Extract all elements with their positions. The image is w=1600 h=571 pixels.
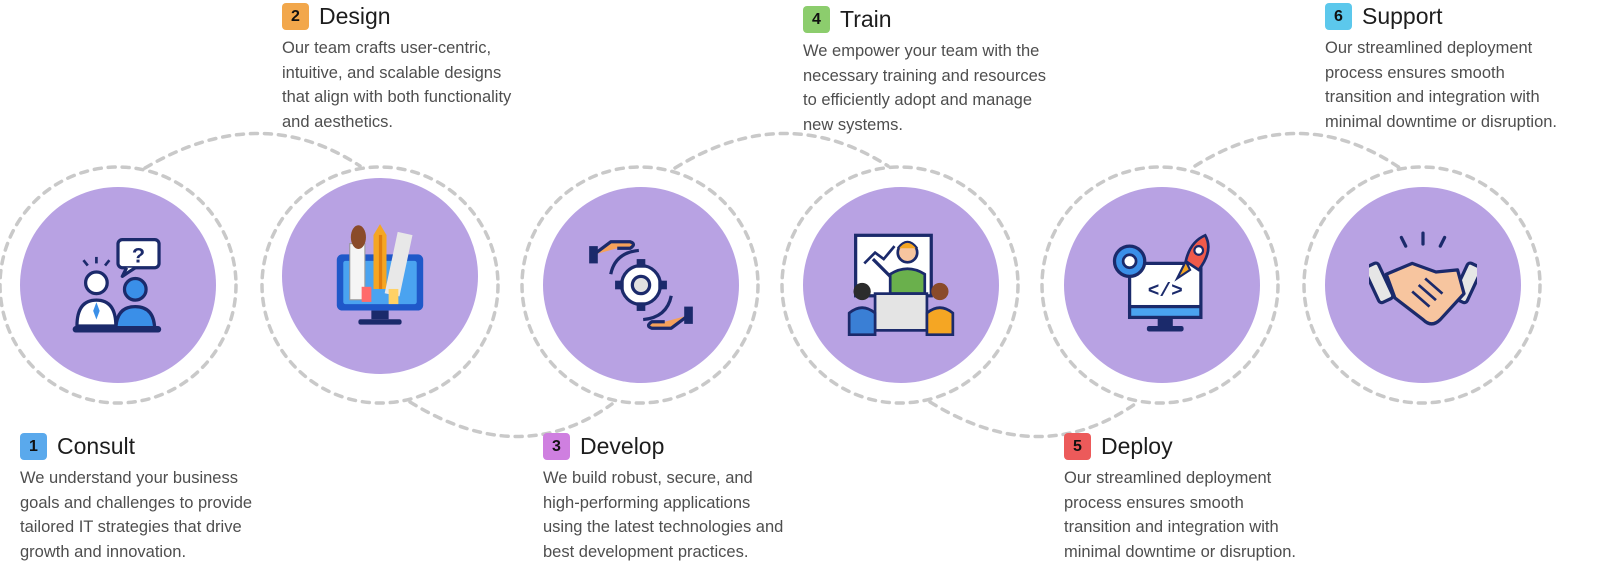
step-description: We understand your business goals and ch… [20, 469, 253, 561]
step-title: Consult [57, 433, 135, 459]
step-train: 4 Train We empower your team with the ne… [803, 6, 1053, 137]
step-4-circle [803, 187, 999, 383]
step-title: Deploy [1101, 433, 1173, 459]
step-number-badge: 2 [282, 3, 309, 30]
step-deploy: 5 Deploy Our streamlined deployment proc… [1064, 433, 1314, 564]
step-description: Our team crafts user-centric, intuitive,… [282, 39, 512, 131]
step-number-badge: 1 [20, 433, 47, 460]
step-description: We build robust, secure, and high-perfor… [543, 469, 784, 561]
development-gear-icon [589, 240, 693, 330]
design-monitor-icon [336, 224, 424, 325]
step-support: 6 Support Our streamlined deployment pro… [1325, 3, 1575, 134]
svg-text:?: ? [132, 242, 145, 267]
step-2-circle [282, 178, 478, 374]
step-number-badge: 5 [1064, 433, 1091, 460]
step-number-badge: 4 [803, 6, 830, 33]
step-title: Develop [580, 433, 665, 459]
step-title: Train [840, 6, 892, 32]
step-description: Our streamlined deployment process ensur… [1325, 39, 1558, 131]
support-handshake-icon [1369, 231, 1477, 326]
step-develop: 3 Develop We build robust, secure, and h… [543, 433, 793, 564]
step-number-badge: 3 [543, 433, 570, 460]
deploy-rocket-icon: </> [1112, 233, 1210, 332]
step-design: 2 Design Our team crafts user-centric, i… [282, 3, 532, 134]
consultation-icon: ? [72, 238, 162, 333]
step-description: We empower your team with the necessary … [803, 42, 1047, 134]
step-number-badge: 6 [1325, 3, 1352, 30]
training-presentation-icon [847, 233, 955, 337]
step-3-circle [543, 187, 739, 383]
svg-text:</>: </> [1148, 280, 1183, 302]
step-consult: 1 Consult We understand your business go… [20, 433, 270, 564]
step-description: Our streamlined deployment process ensur… [1064, 469, 1297, 561]
step-title: Support [1362, 3, 1443, 29]
step-6-circle [1325, 187, 1521, 383]
step-5-circle: </> [1064, 187, 1260, 383]
step-title: Design [319, 3, 391, 29]
step-1-circle: ? [20, 187, 216, 383]
